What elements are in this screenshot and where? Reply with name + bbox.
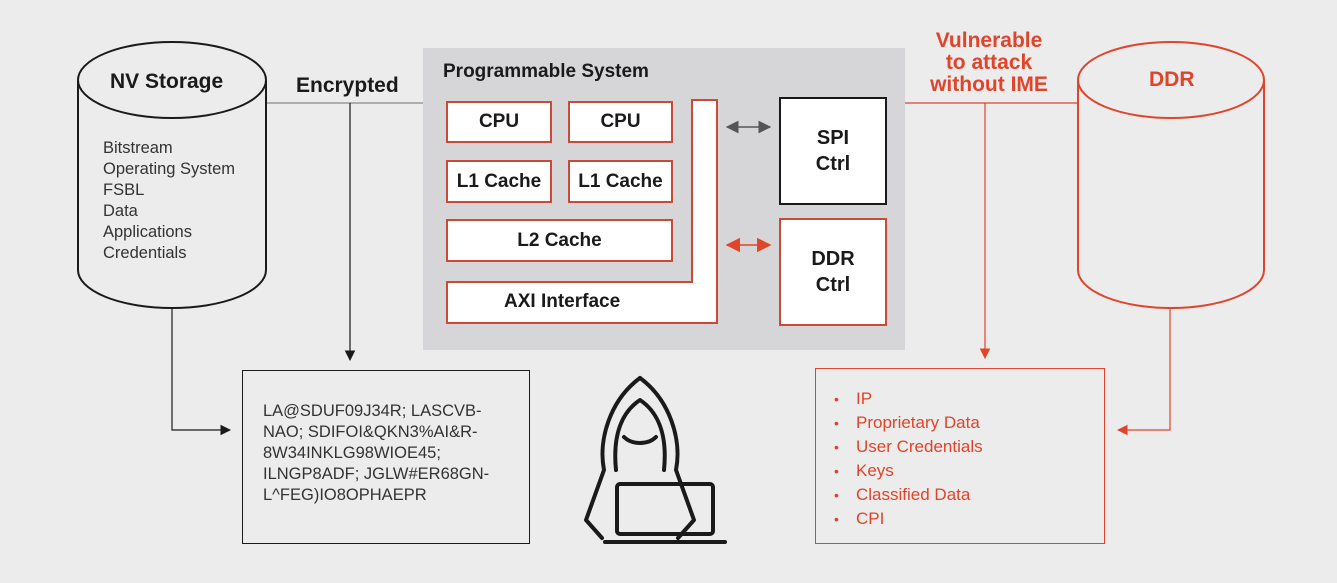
nv-item: FSBL (103, 181, 145, 199)
exposed-item-label: CPI (856, 509, 885, 528)
ciphertext: LA@SDUF09J34R; LASCVB- NAO; SDIFOI&QKN3%… (263, 402, 490, 504)
l2-cache-block: L2 Cache (446, 219, 673, 262)
cpu-block-1: CPU (446, 101, 552, 143)
ddr-cylinder (1077, 41, 1265, 309)
ciphertext-box: LA@SDUF09J34R; LASCVB- NAO; SDIFOI&QKN3%… (242, 370, 530, 544)
ddr-ctrl-line2: Ctrl (815, 274, 851, 296)
nv-item: Credentials (103, 244, 187, 262)
vulnerable-line-2: to attack (945, 51, 1033, 74)
bullet: • (834, 415, 839, 431)
encrypted-label: Encrypted (296, 74, 399, 97)
l1-cache-block-1: L1 Cache (446, 160, 552, 203)
exposed-data-list: •IP •Proprietary Data •User Credentials … (834, 387, 983, 531)
spi-ctrl-line2: Ctrl (815, 153, 851, 175)
exposed-item: • Proprietary Data (834, 411, 983, 435)
nv-storage-title: NV Storage (110, 70, 224, 93)
axi-interface-label: AXI Interface (504, 291, 621, 312)
exposed-data-box: •IP •Proprietary Data •User Credentials … (815, 368, 1105, 544)
exposed-item-label: IP (856, 389, 873, 408)
bullet: • (834, 439, 839, 455)
axi-interface-shape (446, 99, 718, 324)
ddr-to-leak-arrow (1116, 308, 1171, 436)
ddr-ctrl-line1: DDR (811, 248, 855, 270)
nv-item: Bitstream (103, 139, 173, 157)
exposed-item: • Keys (834, 459, 983, 483)
spi-ctrl-block: SPI Ctrl (779, 97, 887, 205)
bullet: • (834, 511, 839, 527)
bullet: • (834, 391, 839, 407)
l1-cache-block-2: L1 Cache (568, 160, 673, 203)
bullet: • (834, 463, 839, 479)
hacker-icon (584, 376, 727, 544)
vulnerable-label: Vulnerable to attack without IME (920, 30, 1058, 96)
nv-to-cipher-arrow (171, 308, 232, 436)
vulnerable-line-3: without IME (930, 73, 1048, 96)
spi-ctrl-line1: SPI (816, 127, 850, 149)
nv-storage-cylinder (77, 41, 267, 309)
exposed-item: • IP (834, 387, 983, 411)
exposed-item: • Classified Data (834, 483, 983, 507)
nv-item: Data (103, 202, 138, 220)
programmable-system-title: Programmable System (443, 61, 649, 82)
exposed-item: • CPI (834, 507, 983, 531)
ddr-title: DDR (1149, 68, 1195, 91)
nv-item: Operating System (103, 160, 236, 178)
exposed-item: • User Credentials (834, 435, 983, 459)
cpu-block-2: CPU (568, 101, 673, 143)
ddr-ctrl-block: DDR Ctrl (779, 218, 887, 326)
exposed-item-label: User Credentials (856, 437, 983, 456)
bullet: • (834, 487, 839, 503)
nv-storage-contents: Bitstream Operating System FSBL Data App… (103, 138, 235, 264)
vulnerable-line-1: Vulnerable (935, 29, 1043, 52)
nv-item: Applications (103, 223, 192, 241)
exposed-item-label: Proprietary Data (856, 413, 980, 432)
exposed-item-label: Keys (856, 461, 894, 480)
exposed-item-label: Classified Data (856, 485, 971, 504)
